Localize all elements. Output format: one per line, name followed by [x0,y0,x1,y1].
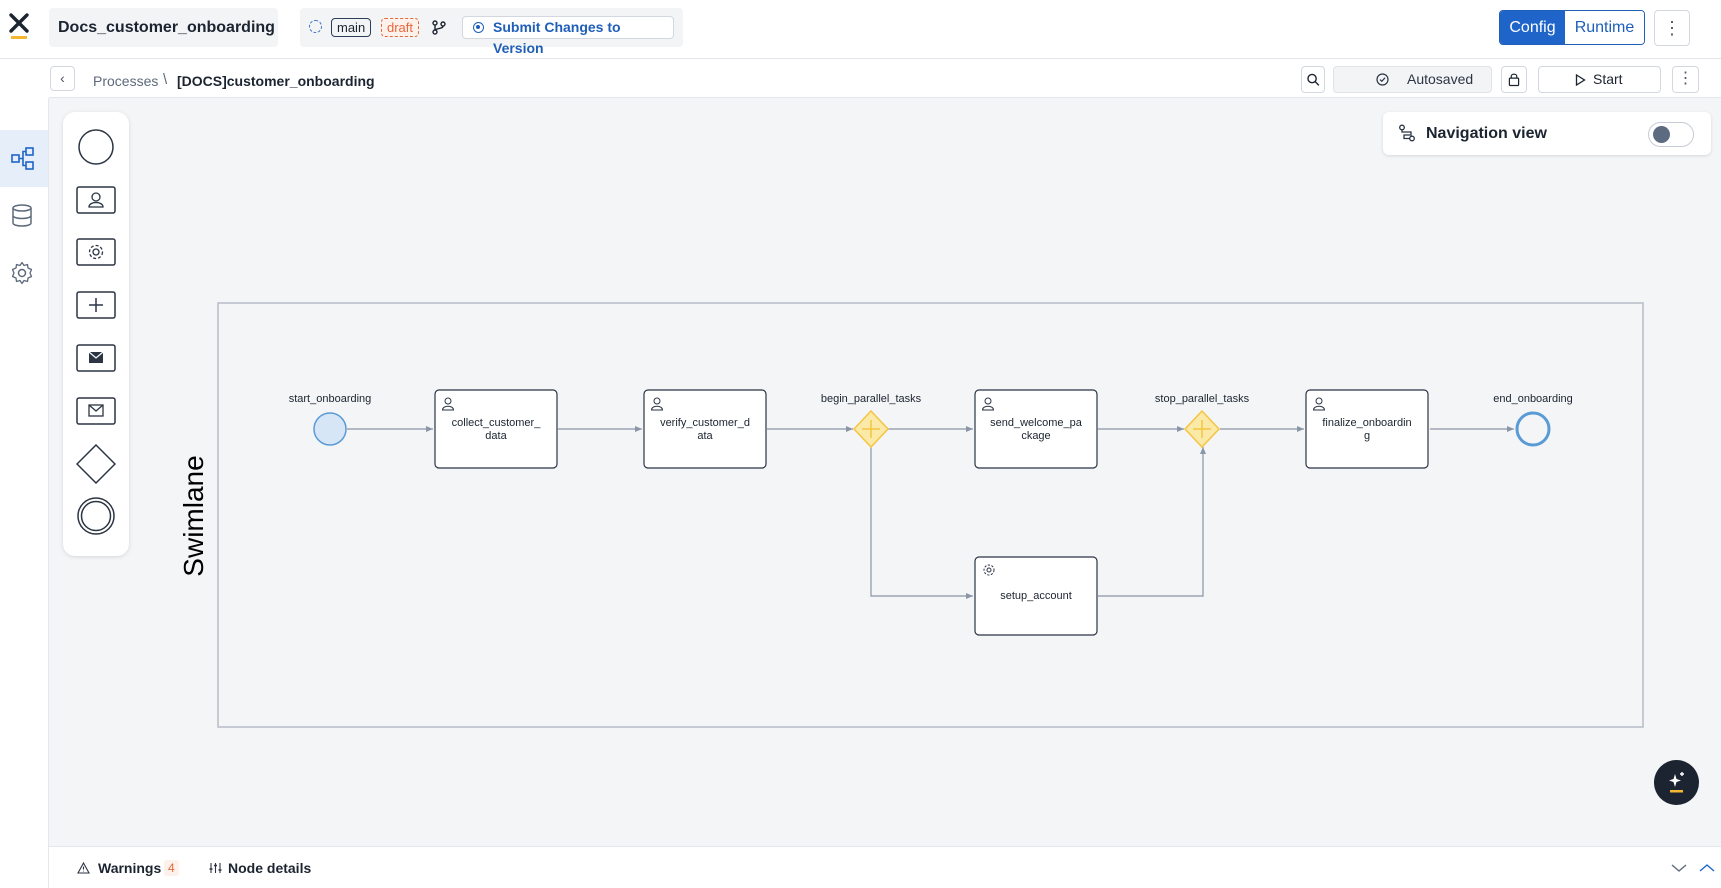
search-icon[interactable] [1301,66,1325,93]
submit-changes-button[interactable]: Submit Changes to Version [462,16,674,56]
user-icon [1312,397,1326,411]
toggle-knob [1653,126,1670,143]
element-palette [63,112,129,556]
warnings-tab[interactable]: Warnings [98,860,162,876]
breadcrumb-separator: \ [163,71,168,88]
submit-changes-label: Submit Changes to Version [493,19,621,56]
gateway-begin-parallel[interactable]: begin_parallel_tasks [821,393,922,449]
end-event-label: end_onboarding [1493,393,1573,405]
sequence-flows [347,426,1514,599]
branch-status-bar: main draft Submit Changes to Version [300,8,683,56]
lock-icon[interactable] [1501,66,1527,93]
start-label: Start [1593,71,1623,87]
check-circle-icon [1376,73,1389,86]
navigation-view-label: Navigation view [1426,125,1547,142]
navigation-view-panel: Navigation view [1383,112,1711,155]
branch-tag[interactable]: main [331,18,372,37]
receive-message-icon[interactable] [76,391,116,431]
flow-setup-stop[interactable] [1098,447,1206,597]
task-label: setup_account [1000,590,1072,602]
start-event-label: start_onboarding [289,393,372,405]
send-message-icon[interactable] [76,338,116,378]
sparkle-icon [1669,772,1684,793]
sync-status-icon [309,20,322,33]
start-event[interactable]: start_onboarding [289,393,372,446]
gateway-icon[interactable] [76,444,116,484]
chevron-up-icon[interactable] [1698,859,1716,877]
radio-dot-icon [473,22,484,33]
user-icon [650,397,664,411]
top-header: Docs_customer_onboarding main draft Subm… [0,0,1721,59]
runtime-mode-button[interactable]: Runtime [1565,11,1644,44]
end-event-icon[interactable] [76,496,116,536]
warning-icon [77,862,90,874]
task-collect-customer-data[interactable]: collect_customer_data [434,389,558,469]
sliders-icon [209,863,222,873]
service-task-icon[interactable] [76,232,116,272]
task-setup-account[interactable]: setup_account [974,556,1098,636]
more-options-icon[interactable]: ⋮ [1654,10,1690,46]
diagram-icon [11,147,34,170]
branch-icon[interactable] [429,19,449,36]
database-icon [12,204,32,227]
mode-toggle: Config Runtime [1499,10,1645,45]
play-icon [1575,74,1586,86]
process-more-icon[interactable]: ⋮ [1672,66,1699,93]
bottom-panel-bar: Warnings 4 Node details [49,846,1721,888]
back-button[interactable]: ‹ [50,66,75,91]
gear-icon [11,261,33,285]
task-label: collect_customer_data [452,417,542,442]
sidebar-item-settings[interactable] [0,244,48,301]
autosave-label: Autosaved [1407,71,1474,87]
ai-assistant-button[interactable] [1654,760,1699,805]
subprocess-icon[interactable] [76,285,116,325]
service-gear-icon [983,564,995,576]
swimlane-label: Swimlane [178,455,209,576]
breadcrumb-processes[interactable]: Processes [93,73,159,89]
autosave-status: Autosaved [1333,66,1492,93]
sidebar-item-data-model[interactable] [0,187,48,244]
sub-header: ‹ Processes \ [DOCS]customer_onboarding … [49,60,1721,98]
draft-badge: draft [381,18,420,37]
gateway-label: begin_parallel_tasks [821,393,922,405]
sidebar-item-process-diagram[interactable] [0,130,48,187]
swimlane[interactable] [217,302,1644,728]
flow-begin-setup[interactable] [870,446,973,599]
route-icon [1399,124,1415,142]
user-icon [981,397,995,411]
gateway-label: stop_parallel_tasks [1155,393,1250,405]
navigation-view-toggle[interactable] [1648,122,1694,147]
node-details-tab[interactable]: Node details [228,860,312,876]
chevron-down-icon[interactable] [1670,859,1688,877]
warnings-count-badge: 4 [164,860,179,876]
left-sidebar [0,98,49,888]
config-mode-button[interactable]: Config [1500,11,1565,44]
end-event[interactable]: end_onboarding [1493,393,1573,447]
start-event-icon[interactable] [76,127,116,167]
document-title[interactable]: Docs_customer_onboarding [49,8,278,47]
user-task-icon[interactable] [76,180,116,220]
start-button[interactable]: Start [1538,66,1661,93]
app-logo[interactable] [6,12,32,42]
user-icon [441,397,455,411]
gateway-stop-parallel[interactable]: stop_parallel_tasks [1155,393,1250,449]
breadcrumb-current: [DOCS]customer_onboarding [177,73,375,89]
